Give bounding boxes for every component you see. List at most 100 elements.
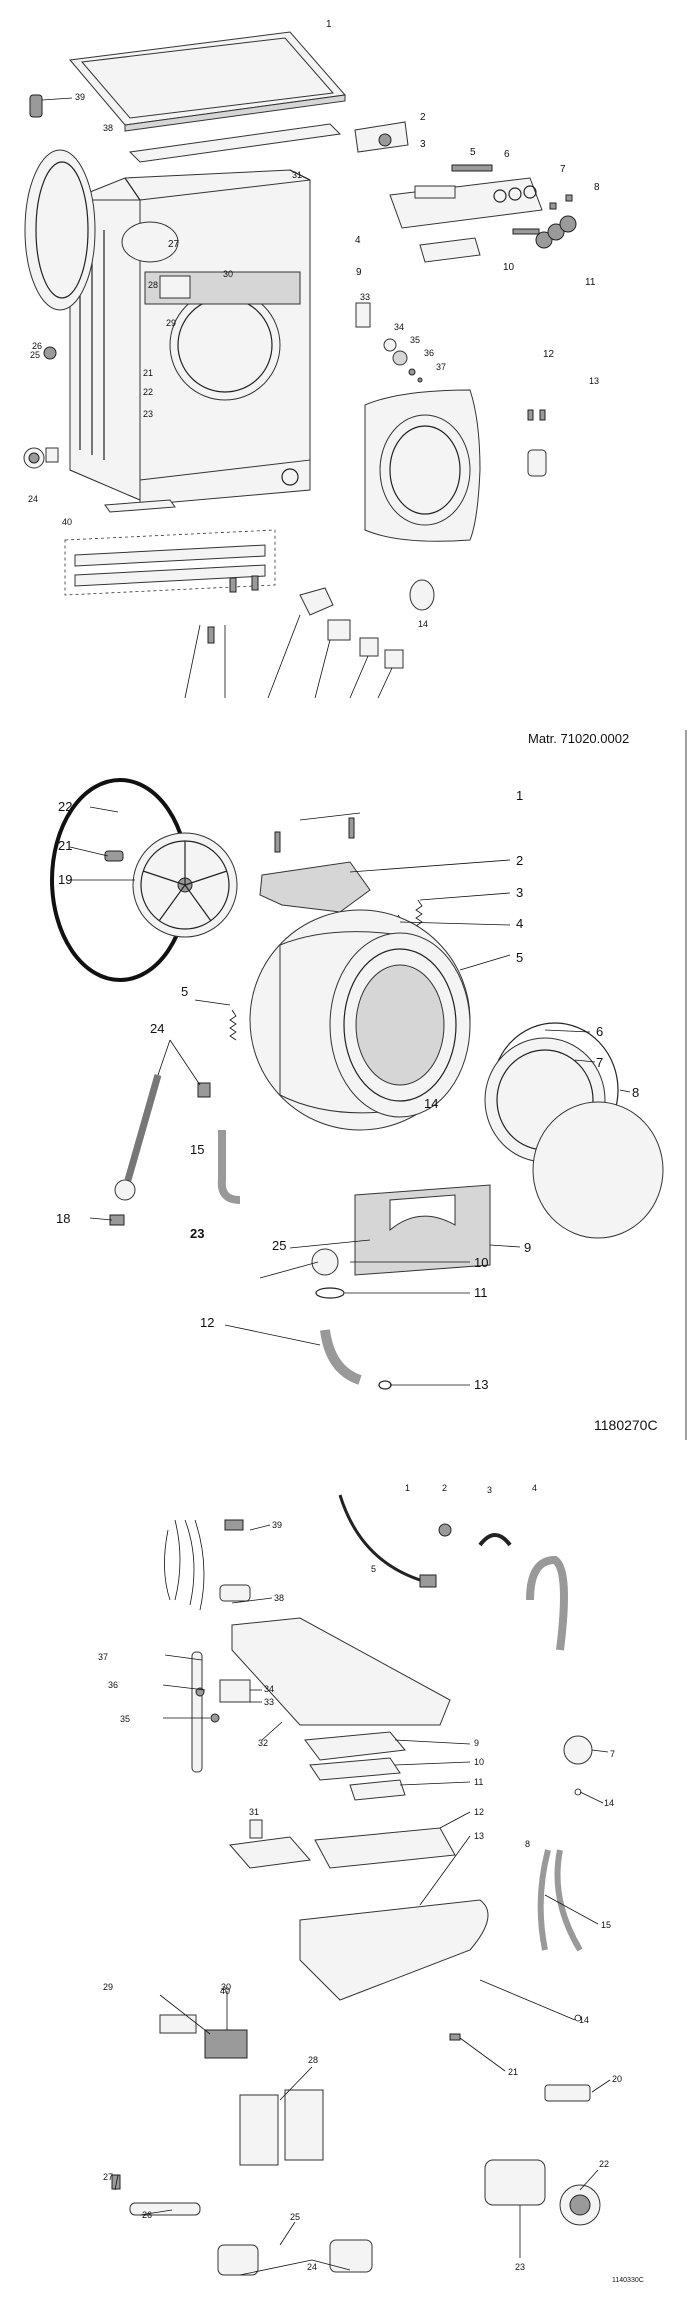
callout-label: 39 — [75, 92, 85, 102]
circuit-board-part — [239, 2089, 324, 2166]
callout-label: 27 — [168, 239, 180, 250]
pcb-part — [354, 121, 409, 153]
lower-counterweight-part — [354, 1184, 491, 1276]
callout-label: 31 — [292, 170, 302, 180]
callout-label: 1 — [326, 19, 332, 30]
door-handle-part — [409, 579, 435, 611]
control-panel-part — [389, 177, 543, 263]
callout-label: 6 — [596, 1024, 603, 1039]
callout-label: 37 — [98, 1652, 108, 1662]
tub-section — [50, 778, 664, 1390]
callout-label: 3 — [516, 885, 523, 900]
callout-label: 28 — [148, 280, 158, 290]
top-lid-part — [69, 31, 346, 132]
door-lock-parts — [355, 302, 423, 383]
callout-label: 25 — [290, 2212, 300, 2222]
heater-part — [111, 2174, 201, 2216]
cabinet-section — [23, 31, 577, 699]
callout-label: 2 — [442, 1483, 447, 1493]
callout-label: 19 — [58, 872, 72, 887]
callout-label: 36 — [108, 1680, 118, 1690]
top-rail-part — [128, 123, 342, 163]
wire-harness-part — [164, 1519, 244, 1611]
callout-label: 26 — [32, 341, 42, 351]
part-39 — [29, 94, 73, 118]
knobs-part — [535, 215, 577, 249]
callout-label: 6 — [504, 149, 510, 160]
callout-label: 39 — [272, 1520, 282, 1530]
callout-label: 33 — [360, 292, 370, 302]
pump-parts — [217, 2239, 373, 2276]
bottom-small-parts — [299, 587, 404, 669]
callout-label: 8 — [594, 182, 600, 193]
callout-label: 31 — [249, 1807, 259, 1817]
callout-label: 9 — [356, 267, 362, 278]
callout-label: 9 — [524, 1240, 531, 1255]
callout-label: 5 — [371, 1564, 376, 1574]
tub-part — [249, 909, 471, 1131]
callout-label: 14 — [579, 2015, 589, 2025]
clamp-part — [315, 1287, 345, 1299]
callout-label: 8 — [632, 1085, 639, 1100]
shaft-part — [104, 850, 124, 862]
callout-label: 40 — [220, 1986, 230, 1996]
callout-label: 14 — [424, 1096, 438, 1111]
callout-label: 30 — [221, 1982, 231, 1992]
callout-label: 21 — [143, 368, 153, 378]
callout-label: 15 — [190, 1142, 204, 1157]
callout-label: 33 — [264, 1697, 274, 1707]
callout-label: 2 — [516, 853, 523, 868]
callout-label: 11 — [474, 1285, 488, 1300]
softener-cup-part — [229, 1836, 311, 1869]
callout-label: 4 — [516, 916, 523, 931]
callout-label: 25 — [272, 1238, 286, 1253]
callout-label: 23 — [515, 2262, 525, 2272]
callout-label: 21 — [508, 2067, 518, 2077]
shock-absorber-part — [109, 1074, 162, 1226]
callout-label: 27 — [103, 2172, 113, 2182]
ring-part — [378, 1380, 392, 1390]
plinth-part — [104, 499, 176, 513]
cabinet-body-part — [69, 169, 311, 506]
gasket-part — [484, 1022, 664, 1239]
callout-label: 7 — [560, 164, 566, 175]
callout-label: 4 — [355, 235, 361, 246]
pressure-switch-part — [563, 1735, 593, 1765]
callout-label: 8 — [525, 1839, 530, 1849]
callout-label: 21 — [58, 838, 72, 853]
spring-part — [415, 899, 423, 927]
button-strip-part — [451, 164, 493, 172]
door-assembly-part — [364, 389, 481, 542]
terminal-block-part — [544, 2084, 591, 2102]
callout-label: 5 — [516, 950, 523, 965]
drain-pipe-part — [526, 1555, 568, 1651]
callout-label: 40 — [62, 517, 72, 527]
callout-label: 29 — [103, 1982, 113, 1992]
callout-label: 12 — [474, 1807, 484, 1817]
callout-label: 11 — [474, 1777, 483, 1787]
callout-label: 13 — [474, 1377, 488, 1392]
callout-label: 37 — [436, 362, 446, 372]
callout-label: 20 — [612, 2074, 622, 2084]
callout-label: 32 — [258, 1738, 268, 1748]
callout-label: 10 — [474, 1757, 484, 1767]
callout-label: 36 — [424, 348, 434, 358]
callout-label: 38 — [274, 1593, 284, 1603]
callout-label: 28 — [308, 2055, 318, 2065]
drain-pump-part — [484, 2159, 601, 2226]
callout-label: 23 — [190, 1226, 204, 1241]
callout-label: 12 — [200, 1315, 214, 1330]
callout-label: 1 — [516, 788, 523, 803]
hose-part — [217, 1130, 241, 1204]
callout-label: 24 — [28, 494, 38, 504]
callout-label: 5 — [181, 984, 188, 999]
callout-label: 30 — [223, 269, 233, 279]
callout-label: 3 — [420, 139, 426, 150]
drawing-code: 1140330C — [612, 2277, 644, 2284]
power-cord-part — [338, 1494, 421, 1582]
rear-gasket-part — [24, 149, 96, 311]
callout-label: 7 — [596, 1055, 603, 1070]
controls-section — [111, 1494, 611, 2276]
callout-label: 25 — [30, 350, 40, 360]
callout-label: 4 — [532, 1483, 537, 1493]
